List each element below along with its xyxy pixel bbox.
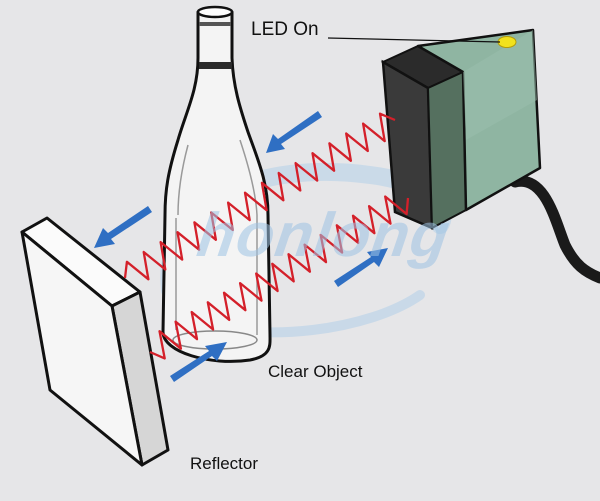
arrow-icon [170, 342, 227, 382]
photoelectric-sensor [380, 28, 542, 230]
sensor-cable [509, 175, 600, 284]
arrow-icon [334, 248, 388, 287]
beam-direction-arrows [94, 111, 388, 382]
returning-light-beam [149, 195, 410, 360]
clear-object-label: Clear Object [268, 362, 363, 381]
led-indicator [497, 36, 517, 48]
arrow-icon [94, 206, 152, 248]
reflector [20, 216, 170, 467]
led-leader-line [327, 37, 501, 43]
reflector-label: Reflector [190, 454, 259, 473]
led-on-label: LED On [251, 19, 319, 40]
arrow-icon [266, 111, 322, 153]
outgoing-light-beam [123, 112, 396, 281]
watermark-text: honlong [193, 201, 455, 270]
